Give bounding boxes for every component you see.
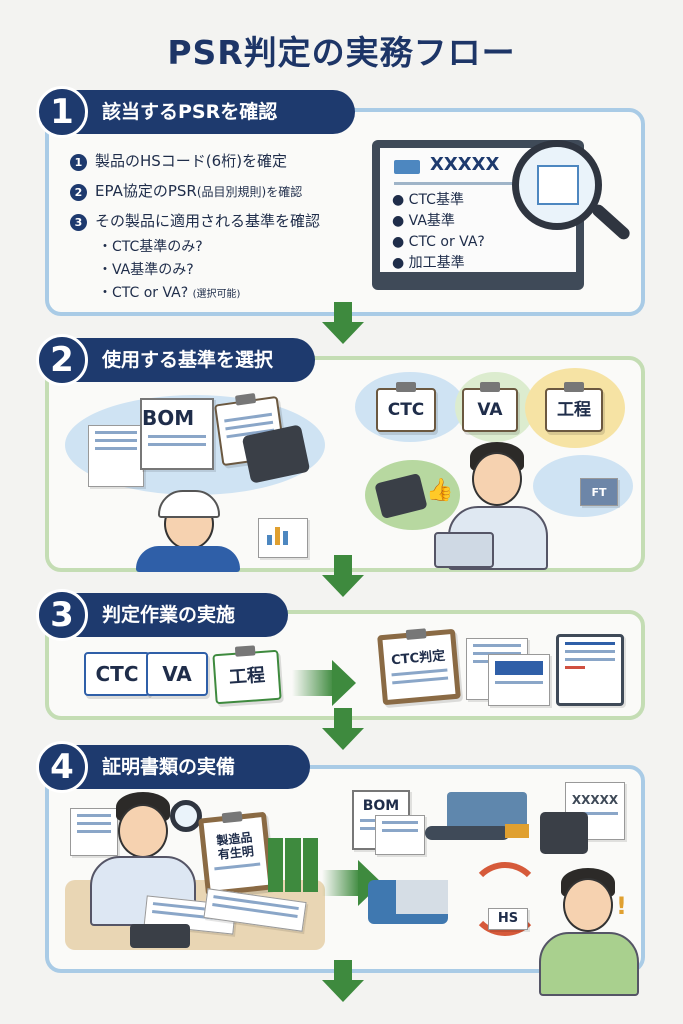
step-number: 3: [36, 589, 88, 641]
item-text: 製品のHSコード(6桁)を確定: [95, 152, 288, 170]
document-label: XXXXX: [571, 793, 619, 807]
calculator-icon: [540, 812, 588, 854]
screen-header: XXXXX: [430, 154, 500, 175]
list-item: 1 製品のHSコード(6桁)を確定: [70, 150, 287, 171]
businessman-avatar: [434, 440, 550, 570]
form-document-icon: [488, 654, 550, 706]
sub-item: ・CTC基準のみ?: [98, 239, 203, 255]
sub-item: ・CTC or VA? (選択可能): [98, 282, 240, 302]
process-card: 工程: [545, 382, 603, 432]
document-icon: [537, 165, 579, 205]
binders-icon: [268, 838, 318, 892]
screen-list: ● CTC基準 ● VA基準 ● CTC or VA? ● 加工基準: [392, 190, 485, 274]
item-text: その製品に適用される基準を確認: [95, 212, 321, 230]
va-card: VA: [146, 652, 208, 696]
staff-avatar: [535, 866, 645, 996]
document-icon: [375, 815, 425, 855]
page-title: PSR判定の実務フロー: [167, 33, 516, 72]
va-card: VA: [462, 382, 518, 432]
screen-item-text: CTC基準: [408, 192, 464, 208]
arrow-icon: [505, 824, 529, 838]
sub-item: ・VA基準のみ?: [98, 262, 194, 278]
step-4-header: 4 証明書類の実備: [36, 741, 310, 793]
truck-icon: [368, 880, 448, 924]
calculator-icon: [130, 924, 190, 948]
card-label: CTC: [95, 662, 139, 686]
chart-document-icon: [258, 518, 308, 558]
screen-item-text: CTC or VA?: [408, 234, 485, 250]
document-icon: [70, 808, 118, 856]
clipboard-label: CTC判定: [390, 648, 446, 669]
right-arrow-icon: [292, 660, 356, 706]
magnifier-icon: [512, 140, 602, 230]
step-title: 証明書類の実備: [102, 756, 236, 778]
cycle-arrows-icon: [468, 862, 542, 936]
bom-label: BOM: [142, 406, 195, 430]
bom-document: BOM: [140, 398, 214, 470]
step-1-header: 1 該当するPSRを確認: [36, 86, 355, 138]
ctc-card: CTC: [376, 382, 436, 432]
screen-item: ● VA基準: [392, 213, 455, 229]
ctc-card: CTC: [84, 652, 150, 696]
card-label: VA: [477, 400, 503, 420]
list-item: 3 その製品に適用される基準を確認: [70, 210, 320, 231]
divider: [394, 182, 524, 185]
screen-item: ● 加工基準: [392, 255, 465, 271]
item-note: (品目別規則)を確認: [196, 185, 303, 199]
step-number: 2: [36, 334, 88, 386]
clipboard-label: 製造品 有生明: [215, 830, 255, 862]
item-text: EPA協定のPSR: [95, 182, 197, 200]
item-number: 2: [70, 184, 87, 201]
document-icon: [394, 160, 420, 174]
bom-label: BOM: [362, 798, 400, 814]
step-number: 4: [36, 741, 88, 793]
certificate-clipboard: 製造品 有生明: [198, 811, 274, 897]
item-number: 1: [70, 154, 87, 171]
report-binder-icon: [556, 634, 624, 706]
document-icon: [88, 425, 144, 487]
exclamation-icon: !: [616, 892, 627, 920]
screen-item-text: 加工基準: [408, 255, 465, 271]
step-2-header: 2 使用する基準を選択: [36, 334, 315, 386]
screen-item: ● CTC基準: [392, 192, 464, 208]
screen-item-text: VA基準: [408, 213, 455, 229]
magnifier-icon: [170, 800, 202, 832]
worker-avatar: [132, 490, 242, 572]
step-title: 該当するPSRを確認: [102, 101, 278, 123]
ctc-judgment-clipboard: CTC判定: [377, 628, 461, 706]
helmet-icon: [158, 490, 220, 518]
sub-item-text: ・CTC or VA?: [98, 285, 189, 301]
process-card: 工程: [212, 645, 282, 705]
card-label: 工程: [557, 400, 591, 420]
step-number: 1: [36, 86, 88, 138]
hs-document: HS: [488, 908, 528, 930]
thumbs-up-icon: 👍: [426, 478, 454, 503]
step-title: 判定作業の実施: [102, 604, 236, 626]
step-3-header: 3 判定作業の実施: [36, 589, 288, 641]
ft-document: FT: [580, 478, 618, 506]
list-item: 2 EPA協定のPSR(品目別規則)を確認: [70, 180, 302, 201]
card-label: VA: [162, 662, 192, 686]
sub-note: (選択可能): [192, 289, 241, 300]
screen-item: ● CTC or VA?: [392, 234, 485, 250]
item-number: 3: [70, 214, 87, 231]
tablet-icon: [434, 532, 494, 568]
conveyor-icon: [425, 826, 510, 840]
card-label: CTC: [387, 400, 425, 420]
step-title: 使用する基準を選択: [102, 349, 274, 371]
card-label: 工程: [228, 664, 266, 689]
right-arrow-icon: [322, 860, 382, 906]
xxxxx-document: XXXXX: [565, 782, 625, 840]
